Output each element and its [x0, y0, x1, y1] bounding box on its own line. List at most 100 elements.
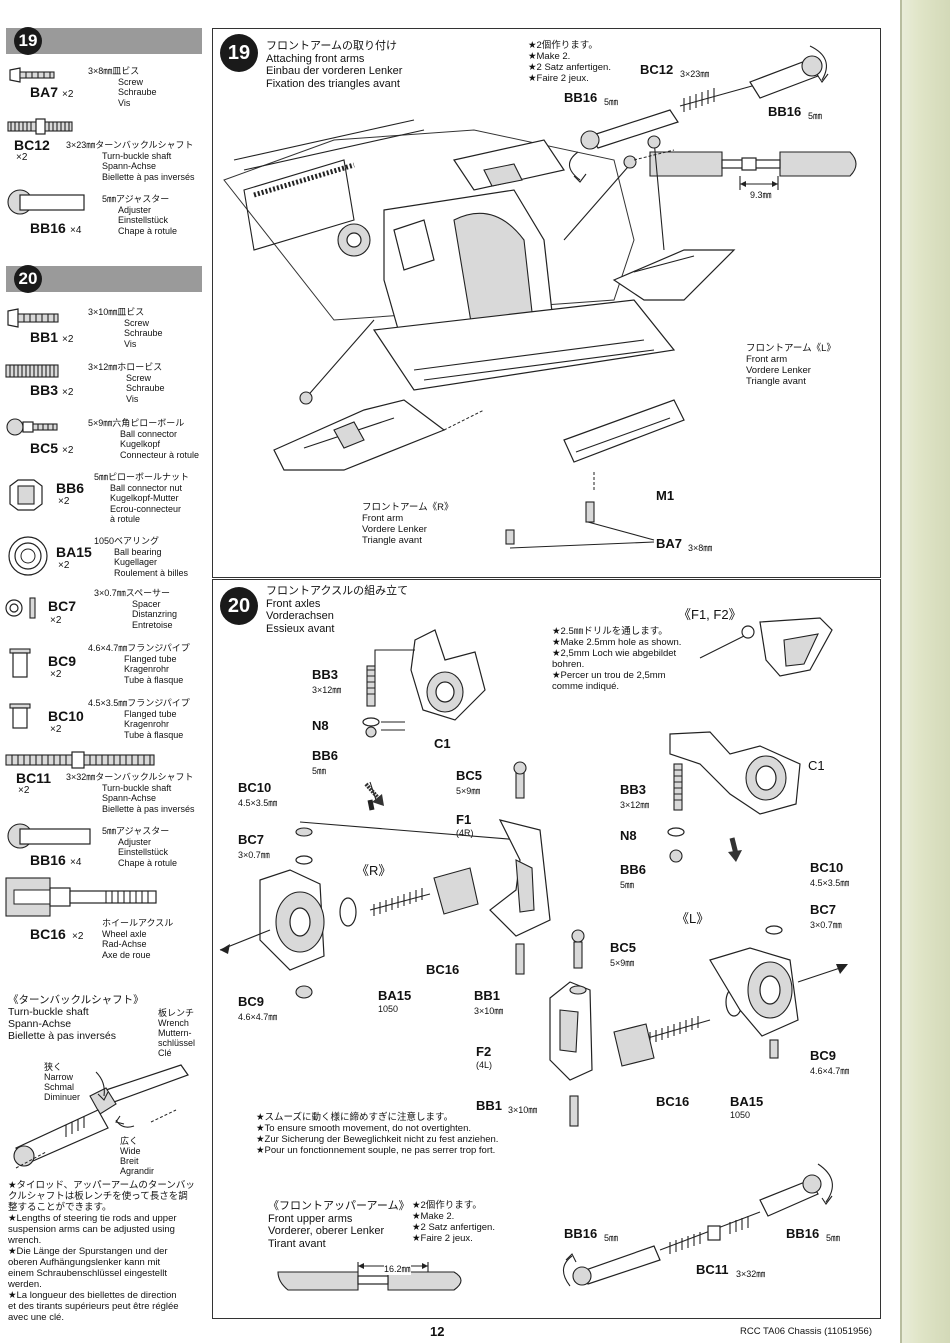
bc5-label-l: BC5 — [610, 940, 637, 955]
desc-de: Schraube — [124, 328, 163, 338]
bb3-label-l: BB3 — [620, 782, 647, 797]
part-desc: 3×8㎜皿ビス Screw Schraube Vis — [88, 66, 157, 108]
upper-arm-gap: 16.2㎜ — [384, 1262, 411, 1275]
note-line: et des tirants supérieurs peut être régl… — [8, 1301, 179, 1312]
left-side-marker: 《L》 — [676, 911, 710, 926]
part-code: BC12 — [14, 137, 50, 153]
title-de: Einbau der vorderen Lenker — [266, 65, 403, 77]
desc-fr: Biellette à pas inversés — [102, 803, 195, 814]
upper-fr: Tirant avant — [268, 1237, 326, 1250]
part-desc: 5×9㎜六角ピローボール Ball connector Kugelkopf Co… — [88, 418, 199, 460]
desc-fr: Entretoise — [132, 619, 173, 630]
bc16-label-r: BC16 — [426, 962, 460, 977]
upper-de: Vorderer, oberer Lenker — [268, 1225, 385, 1237]
bc10-size-r: 4.5×3.5㎜ — [238, 798, 278, 808]
hollow-screw-icon — [5, 364, 59, 378]
desc-de: Kugelkopf — [120, 439, 161, 449]
down-arrow-icon — [364, 782, 384, 806]
desc-de: Spann-Achse — [102, 161, 157, 171]
part-qty: ×4 — [70, 857, 82, 868]
part-code: BC10 — [48, 708, 84, 724]
desc-fr: Chape à rotule — [118, 857, 178, 868]
section-20-header: 20 — [6, 265, 202, 293]
f2-label: F2 — [476, 1044, 492, 1059]
part-qty: ×2 — [18, 785, 30, 796]
step-19-panel — [212, 28, 881, 578]
desc-de: Kugellager — [114, 557, 158, 567]
right-side-marker: 《R》 — [356, 863, 392, 878]
bb16-size-upper-right: 5㎜ — [826, 1233, 841, 1243]
note-line: ★Die Länge der Spurstangen und der — [8, 1246, 168, 1257]
bb1-size-r: 3×10㎜ — [474, 1006, 504, 1016]
knuckle-c1-left-illustration — [669, 731, 801, 815]
bb1-size-l: 3×10㎜ — [508, 1105, 538, 1115]
tb-title-de: Spann-Achse — [8, 1018, 72, 1030]
part-qty: ×2 — [50, 615, 62, 626]
bc7-size-l: 3×0.7㎜ — [810, 920, 842, 930]
screw-icon — [9, 67, 55, 83]
bc7-size-r: 3×0.7㎜ — [238, 850, 270, 860]
title-fr: Essieux avant — [266, 622, 335, 635]
desc-fr: Vis — [118, 97, 131, 108]
title-fr: Fixation des triangles avant — [266, 77, 400, 90]
page-edge-line — [900, 0, 902, 1343]
part-qty: ×2 — [50, 669, 62, 680]
drill-fr-2: comme indiqué. — [552, 681, 620, 692]
title-jp: フロントアクスルの組み立て — [266, 585, 409, 597]
note-en: ★Make 2. — [412, 1211, 455, 1222]
page-edge-strip — [902, 0, 950, 1343]
bc7-label-l: BC7 — [810, 902, 837, 917]
step-19-make2-note: ★2個作ります。 ★Make 2. ★2 Satz anfertigen. ★F… — [528, 40, 611, 84]
bb16-label-right: BB16 — [768, 104, 802, 119]
desc-en: Flanged tube — [124, 708, 177, 719]
step-19-title: フロントアームの取り付け Attaching front arms Einbau… — [266, 40, 402, 90]
ba15-label-r: BA15 — [378, 988, 412, 1003]
bc12-size: 3×23㎜ — [680, 69, 710, 79]
f1-f2-title: 《F1, F2》 — [678, 607, 742, 622]
part-qty: ×2 — [58, 496, 70, 507]
part-code: BC7 — [48, 598, 77, 614]
upper-en: Front upper arms — [268, 1212, 353, 1225]
part-desc: 3×12㎜ホロービス Screw Schraube Vis — [88, 362, 165, 404]
bc10-label-r: BC10 — [238, 780, 272, 795]
wrench-en: Wrench — [158, 1018, 189, 1028]
wide-jp: 広く — [120, 1136, 139, 1146]
desc-fr: Tube à flasque — [124, 674, 184, 685]
desc-de: Schraube — [118, 87, 157, 97]
part-desc: 3×0.7㎜スペーサー Spacer Distanzring Entretois… — [94, 588, 177, 630]
part-desc: ホイールアクスル Wheel axle Rad-Achse Axe de rou… — [102, 918, 173, 960]
turnbuckle-title: 《ターンバックルシャフト》 Turn-buckle shaft Spann-Ac… — [8, 994, 144, 1042]
desc-jp: 1050ベアリング — [94, 536, 160, 546]
bb16-label-upper-right: BB16 — [786, 1226, 820, 1241]
part-code: BC16 — [30, 926, 66, 942]
note-line: suspension arms can be adjusted using — [8, 1224, 175, 1235]
desc-fr: Tube à flasque — [124, 729, 184, 740]
wide-en: Wide — [120, 1146, 141, 1156]
front-arm-r-caption: フロントアーム《R》 Front arm Vordere Lenker Tria… — [362, 502, 454, 546]
part-desc: 5㎜ピローボールナット Ball connector nut Kugelkopf… — [94, 472, 189, 525]
desc-en: Ball connector — [120, 428, 178, 439]
bb3-size-r: 3×12㎜ — [312, 685, 342, 695]
part-code: BB16 — [30, 852, 66, 868]
bc7-label-r: BC7 — [238, 832, 265, 847]
section-20-number: 20 — [14, 265, 42, 293]
desc-en: Turn-buckle shaft — [102, 782, 172, 793]
desc-jp: 3×8㎜皿ビス — [88, 66, 140, 76]
ba7-label: BA7 — [656, 536, 683, 551]
tie-rod-length-gauge — [649, 151, 857, 190]
upper-jp: 《フロントアッパーアーム》 — [268, 1200, 410, 1212]
narrow-fr: Diminuer — [44, 1092, 81, 1102]
desc-jp: 3×10㎜皿ビス — [88, 307, 145, 317]
turnbuckle-shaft-icon — [7, 118, 73, 135]
note-jp: ★2個作ります。 — [528, 40, 598, 51]
ball-nut-icon — [9, 479, 43, 511]
part-qty: ×2 — [72, 931, 84, 942]
arm-r-jp: フロントアーム《R》 — [362, 502, 454, 513]
part-desc: 1050ベアリング Ball bearing Kugellager Roulem… — [94, 536, 188, 578]
desc-jp: 3×23㎜ターンバックルシャフト — [66, 140, 194, 150]
down-arrow-icon — [728, 837, 742, 862]
wide-fr: Agrandir — [120, 1166, 155, 1176]
upper-arm-title: 《フロントアッパーアーム》 Front upper arms Vorderer,… — [268, 1200, 410, 1250]
wrench-label: 板レンチ Wrench Muttern- schlüssel Clé — [158, 1008, 195, 1058]
bc10-label-l: BC10 — [810, 860, 844, 875]
